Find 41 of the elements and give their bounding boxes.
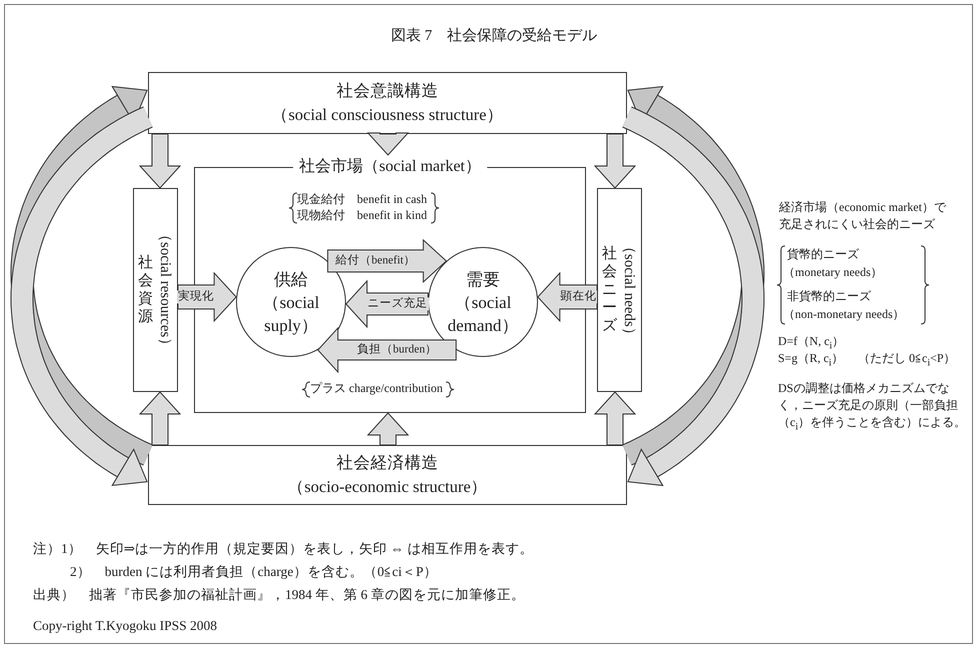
diagram-title: 図表 7 社会保障の受給モデル bbox=[390, 26, 598, 45]
footnote: 注）1） 矢印⇒は一方的作用（規定要因）を表し，矢印 ⇔ は相互作用を表す。 bbox=[33, 540, 534, 558]
block-arrow bbox=[138, 391, 182, 446]
footnote: 出典） 拙著『市民参加の福祉計画』，1984 年、第 6 章の図を元に加筆修正。 bbox=[33, 586, 525, 604]
circle-label: （social suply） bbox=[262, 292, 320, 336]
block-arrow bbox=[366, 412, 410, 446]
market-heading: 社会市場（social market） bbox=[293, 158, 487, 176]
circle-label: 供給 bbox=[274, 268, 308, 290]
box-label: 社会経済構造 bbox=[336, 452, 438, 474]
note-text: （non-monetary needs） bbox=[783, 306, 905, 323]
box-label: （socio-economic structure） bbox=[287, 476, 488, 498]
note-text: 貨幣的ニーズ bbox=[787, 246, 859, 263]
footnote: Copy-right T.Kyogoku IPSS 2008 bbox=[33, 617, 218, 635]
circle-label: （social demand） bbox=[446, 292, 520, 336]
box-label: 社会意識構造 bbox=[336, 80, 438, 102]
structure-box bbox=[148, 445, 627, 505]
note-text: （ただし 0≦c$_{i}$<P） bbox=[858, 350, 956, 370]
block-arrow bbox=[594, 134, 636, 189]
box-label: 社会資源 bbox=[138, 254, 153, 326]
note-text: DSの調整は価格メカニズムでなく，ニーズ充足の原則（一部負担（c$_{i}$）を伴うことを含む）による。 bbox=[778, 380, 968, 434]
benefit-note: プラス charge/contribution bbox=[310, 381, 443, 396]
block-arrow bbox=[138, 134, 182, 189]
benefit-note: 現金給付 benefit in cash bbox=[297, 192, 427, 207]
circle-label: 需要 bbox=[466, 268, 500, 290]
block-arrow bbox=[366, 132, 410, 156]
footnote: 2） burden には利用者負担（charge）を含む。（0≦ci＜P） bbox=[70, 563, 438, 581]
note-text: 経済市場（economic market）で充足されにくい社会的ニーズ bbox=[779, 199, 948, 233]
structure-box bbox=[148, 72, 627, 134]
resource-box bbox=[133, 188, 178, 392]
note-text: （monetary needs） bbox=[783, 264, 883, 281]
edge-label: ニーズ充足 bbox=[366, 298, 428, 310]
block-arrow bbox=[594, 391, 636, 446]
box-label: 社会ニーズ bbox=[602, 245, 617, 335]
edge-label: 実現化 bbox=[177, 290, 216, 304]
box-label: （social resources） bbox=[156, 227, 173, 353]
note-text: 非貨幣的ニーズ bbox=[787, 288, 871, 305]
box-label: （social needs） bbox=[620, 238, 637, 342]
box-label: （social consciousness structure） bbox=[272, 104, 504, 126]
edge-label: 顕在化 bbox=[559, 290, 598, 304]
needs-box bbox=[597, 188, 642, 392]
benefit-note: 現物給付 benefit in kind bbox=[297, 208, 427, 223]
